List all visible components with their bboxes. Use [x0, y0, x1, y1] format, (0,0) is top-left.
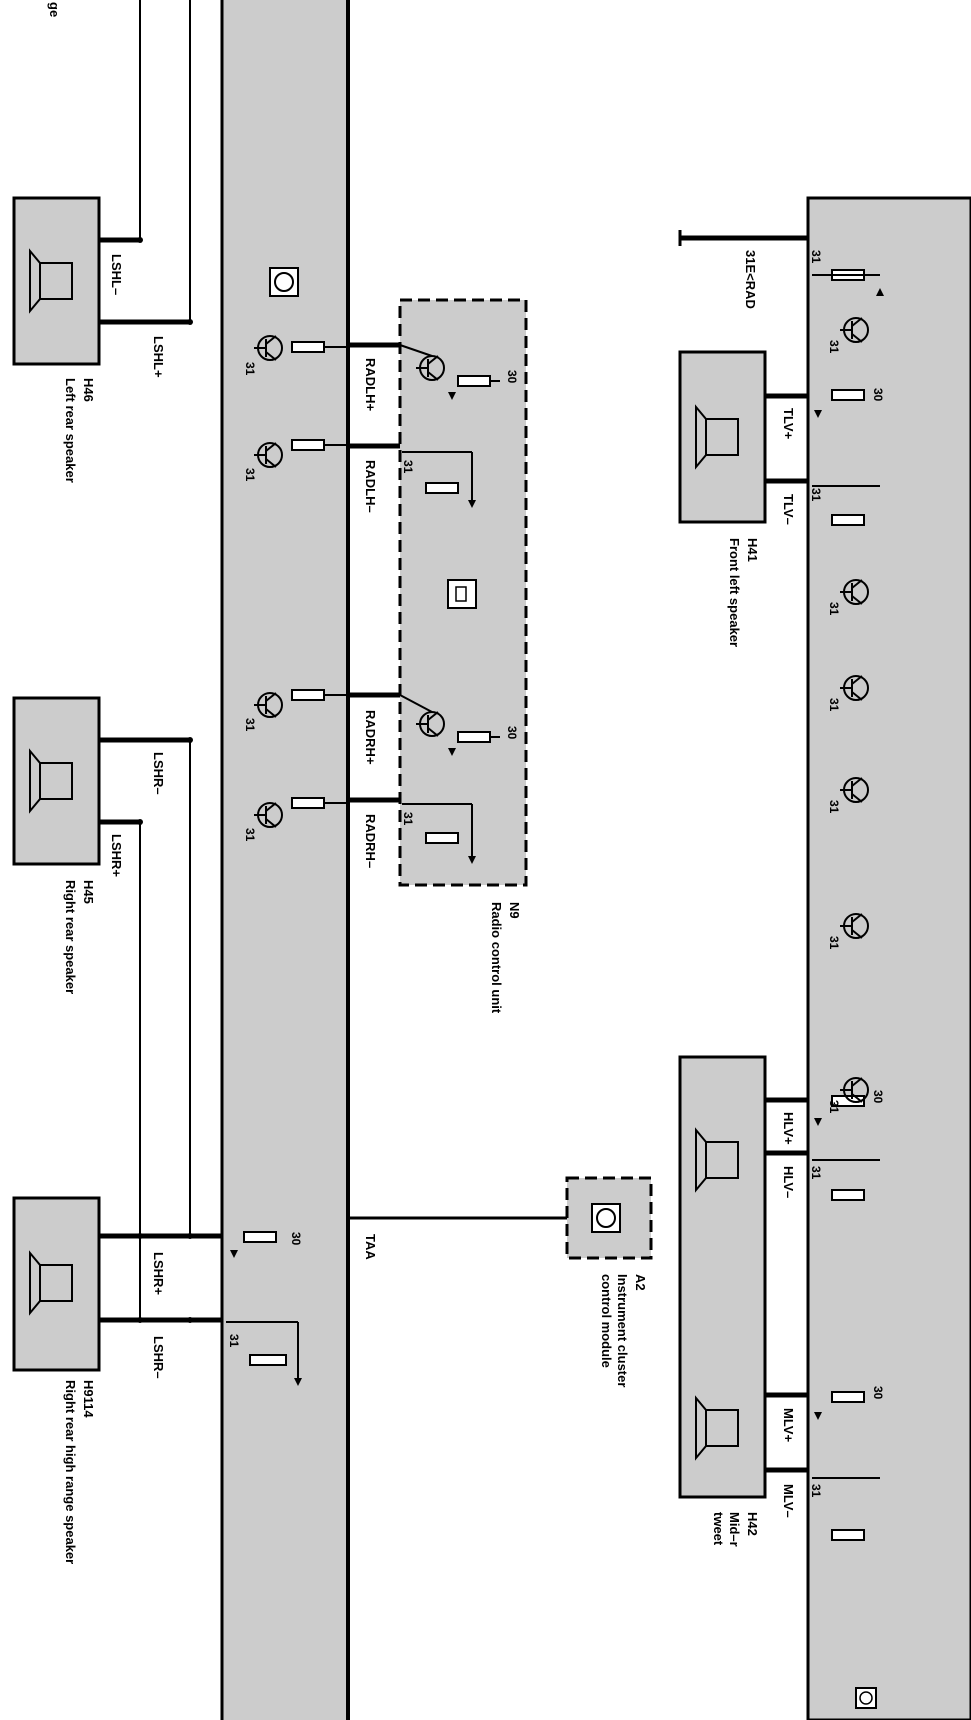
lshl-plus-label: LSHL+: [151, 336, 166, 378]
n9-id-label: N9: [507, 902, 522, 919]
terminal-30-label: 30: [871, 1090, 885, 1104]
terminal-31-label: 31: [827, 936, 841, 950]
radrh-plus-label: RADRH+: [363, 710, 378, 765]
right-module-stages: [812, 269, 884, 1709]
mlv-plus-label: MLV+: [781, 1408, 796, 1442]
n9-desc-label: Radio control unit: [489, 902, 504, 1014]
h9114-speaker-box: [12, 1196, 101, 1372]
h42-desc-label: Mid–r: [727, 1512, 742, 1547]
hlv-minus-label: HLV–: [781, 1166, 796, 1198]
terminal-31-label: 31: [809, 1166, 823, 1180]
amplifier-output-stages: [226, 335, 348, 1386]
terminal-30-label: 30: [871, 1386, 885, 1400]
h41-id-label: H41: [745, 538, 760, 562]
radlh-minus-label: RADLH–: [363, 460, 378, 513]
lshr-plus-label-2: LSHR+: [151, 1252, 166, 1295]
a2-desc-line2: control module: [599, 1274, 614, 1368]
h42-id-label: H42: [745, 1512, 760, 1536]
hlv-plus-label: HLV+: [781, 1112, 796, 1145]
terminal-31-label: 31: [827, 698, 841, 712]
terminal-31-label: 31: [243, 362, 257, 376]
terminal-31-label: 31: [243, 828, 257, 842]
terminal-30-label: 30: [289, 1232, 303, 1246]
h46-desc-label: Left rear speaker: [63, 378, 78, 483]
lshr-minus-label-2: LSHR–: [151, 1336, 166, 1379]
n9-radio-control-unit-box: [398, 298, 528, 887]
tlv-minus-label: TLV–: [781, 494, 796, 525]
terminal-31-label: 31: [827, 602, 841, 616]
terminal-31-label: 31: [827, 800, 841, 814]
a2-id-label: A2: [633, 1274, 648, 1291]
terminal-31-label: 31: [243, 468, 257, 482]
radrh-minus-label: RADRH–: [363, 814, 378, 868]
terminal-31-label: 31: [227, 1334, 241, 1348]
h41-speaker-box: [678, 350, 767, 524]
terminal-31-label: 31: [809, 250, 823, 264]
h45-speaker-box: [12, 696, 101, 866]
terminal-31-label: 31: [809, 488, 823, 502]
h42-speaker-box: [678, 1055, 767, 1499]
terminal-31-label: 31: [243, 718, 257, 732]
terminal-31-label: 31: [827, 340, 841, 354]
left-speaker-wiring: [99, 0, 222, 1323]
lshr-plus-label: LSHR+: [109, 834, 124, 877]
a2-desc-line1: Instrument cluster: [615, 1274, 630, 1387]
h41-desc-label: Front left speaker: [727, 538, 742, 647]
terminal-30-label: 30: [505, 726, 519, 740]
tlv-plus-label: TLV+: [781, 408, 796, 440]
h45-id-label: H45: [81, 880, 96, 904]
mlv-minus-label: MLV–: [781, 1484, 796, 1518]
radio-unit-icon: [447, 579, 477, 609]
terminal-31-label: 31: [827, 1100, 841, 1114]
instrument-cluster-icon: [591, 1203, 621, 1233]
h46-speaker-box: [12, 196, 101, 366]
h9114-id-label: H9114: [81, 1380, 96, 1418]
radio-wiring: [348, 342, 500, 864]
taa-label: TAA: [363, 1234, 378, 1260]
terminal-31-label: 31: [809, 1484, 823, 1498]
top-fragment-label: ge: [47, 2, 62, 17]
right-module-band: [806, 196, 971, 1720]
radlh-plus-label: RADLH+: [363, 358, 378, 411]
lshl-minus-label: LSHL–: [109, 254, 124, 295]
h42-desc-label-2: tweet: [711, 1512, 726, 1546]
terminal-31-label: 31: [401, 460, 415, 474]
h46-id-label: H46: [81, 378, 96, 402]
h9114-desc-label: Right rear high range speaker: [63, 1380, 78, 1564]
terminal-30-label: 30: [871, 388, 885, 402]
amplifier-band: [222, 0, 348, 1720]
lshr-minus-label: LSHR–: [151, 752, 166, 795]
terminal-31-label: 31: [401, 812, 415, 826]
31e-rad-label: 31E<RAD: [743, 250, 758, 309]
amplifier-icon: [269, 267, 299, 297]
terminal-30-label: 30: [505, 370, 519, 384]
h45-desc-label: Right rear speaker: [63, 880, 78, 994]
